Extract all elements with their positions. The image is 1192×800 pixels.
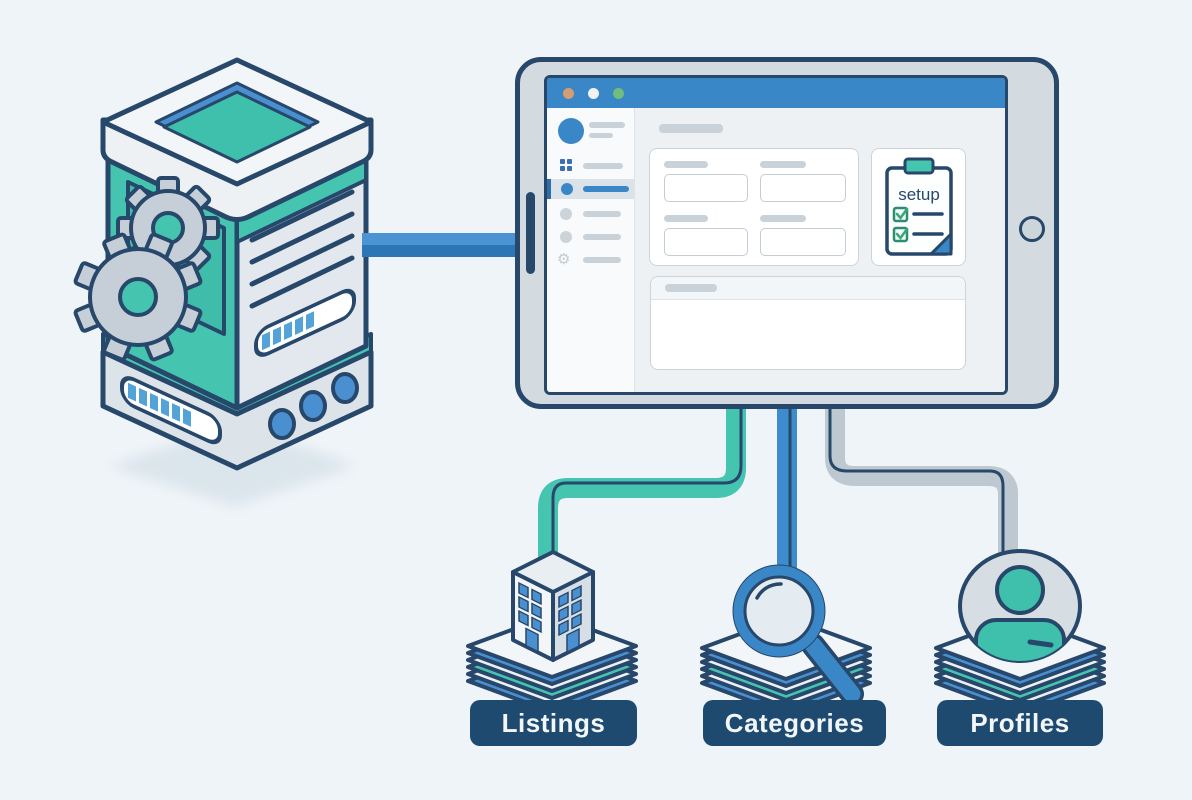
magnifier-icon [732,564,864,706]
server-vent-stripes [249,189,355,309]
avatar [558,118,584,144]
sidebar-item [547,227,634,247]
window-dot-orange [563,87,574,99]
tablet-device-icon: ⚙ [515,57,1059,409]
setup-clipboard-icon: setup [885,157,953,256]
server-progress-bar [254,288,356,357]
window-dot-white [588,87,599,99]
app-main-area: setup [635,108,1005,392]
node-label-categories: Categories [703,700,886,746]
gear-icon [73,232,203,362]
app-sidebar: ⚙ [547,108,635,392]
node-label-listings: Listings [470,700,637,746]
sidebar-profile [547,116,634,146]
sidebar-item [547,204,634,224]
page-title-placeholder [659,124,723,133]
check-icon [895,227,909,241]
clipboard-clip [903,157,935,175]
sidebar-item-active [547,179,634,199]
database-server-icon [73,57,374,506]
tablet-home-button [1019,216,1045,242]
lens-highlight [755,582,783,600]
connector-profiles [825,400,1018,565]
sidebar-item-settings: ⚙ [547,250,634,270]
connector-listings [538,400,746,580]
bullet-icon [560,231,572,243]
node-connectors [538,400,1018,595]
app-window: ⚙ [544,75,1008,395]
setup-panel: setup [871,148,966,266]
node-label-profiles: Profiles [937,700,1103,746]
checklist-item [892,226,944,243]
form-field [664,174,748,202]
building-door [525,627,539,653]
form-field [760,228,846,256]
server-top-screen [162,90,312,164]
bullet-icon [560,208,572,220]
folded-corner [929,232,953,256]
sidebar-item-dashboard [547,156,634,176]
server-tablet-cable [362,233,520,257]
building-icon [511,550,595,662]
form-panel [649,148,859,266]
check-icon [895,207,909,221]
gear-icon: ⚙ [557,251,571,268]
checklist-item [892,206,944,223]
server-ports [268,372,359,440]
building-door [566,627,580,654]
tablet-speaker-slot [526,192,535,274]
setup-label: setup [898,185,940,204]
app-titlebar [547,78,1005,108]
server-progress-bar [120,376,222,445]
user-avatar-icon [958,549,1082,663]
form-field [664,228,748,256]
content-panel [650,276,966,370]
content-panel-header [651,277,965,300]
bullet-icon [561,183,573,195]
grid-icon [560,159,572,171]
form-field [760,174,846,202]
window-dot-green [613,87,624,99]
